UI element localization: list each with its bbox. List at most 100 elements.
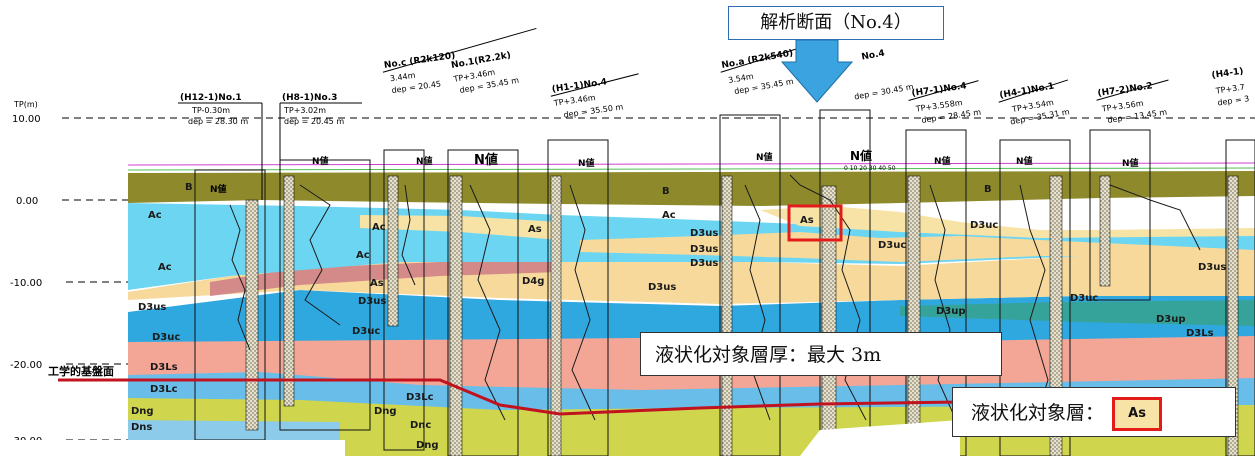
borehole-header-h8-1-no3: (H8-1)No.3 TP+3.02m dep = 20.45 m	[279, 93, 362, 175]
layer-label-b: B	[185, 182, 193, 193]
layer-d3up	[900, 300, 1255, 326]
borehole-elev-h12-1-no1: TP-0.30m	[191, 106, 230, 115]
layer-label-ac: Ac	[356, 250, 370, 261]
engineering-base-label: 工学的基盤面	[48, 364, 114, 378]
layer-label-dng: Dng	[374, 406, 397, 417]
layer-label-dng: Dng	[416, 440, 439, 451]
borehole-name-h1-1-no4: (H1-1)No.4	[551, 77, 607, 95]
layer-as-lens	[760, 206, 1255, 238]
layer-label-ac: Ac	[372, 222, 386, 233]
borehole-depth-no-4: dep = 30.45 m	[854, 82, 915, 101]
tick-label-0: 0.00	[16, 196, 38, 207]
borehole-name-no-1: No.1(R2.2k)	[450, 51, 511, 71]
layer-b	[128, 171, 1255, 206]
borehole-header-h4-1-no1: (H4-1)No.1 TP+3.54m dep = 35.31 m	[998, 79, 1071, 127]
borehole-elev-h8-1-no3: TP+3.02m	[283, 106, 326, 115]
layer-label-dnc: Dnc	[410, 420, 431, 431]
layer-d4g	[210, 262, 560, 296]
n-value-label: N値	[756, 151, 773, 163]
n-value-label: N値	[578, 157, 595, 169]
borehole-header-h4-1-edge: (H4-1) TP+3.7 dep = 3	[1211, 67, 1250, 108]
borehole-header-no-1: No.1(R2.2k) TP+3.46m dep = 35.45 m	[450, 51, 519, 95]
n-value-label: N値	[934, 155, 951, 167]
layer-label-d3uc: D3uc	[1070, 293, 1098, 304]
layer-label-d4g: D4g	[522, 276, 544, 287]
layer-label-d3us: D3us	[138, 302, 166, 313]
borehole-name-h12-1-no1: (H12-1)No.1	[180, 93, 242, 103]
borehole-header-h7-1-no4: (H7-1)No.4 TP+3.558m dep = 28.45 m	[908, 80, 982, 125]
borehole-depth-h8-1-no3: dep = 20.45 m	[284, 117, 344, 126]
borehole-elev-h4-1-edge: TP+3.7	[1214, 83, 1245, 96]
engineering-base-line	[58, 378, 1181, 416]
n-value-label: N値	[474, 152, 498, 168]
n-value-label: N値	[210, 183, 227, 195]
layer-label-d3uc: D3uc	[970, 220, 998, 231]
bottom-blank-left	[0, 440, 345, 456]
layer-label-d3uc: D3uc	[152, 332, 180, 343]
layer-label-d3uc: D3uc	[352, 326, 380, 337]
layer-label-d3up: D3up	[936, 306, 966, 317]
target-layer-callout: 液状化対象層： As	[952, 387, 1236, 437]
borehole-strip-h8-1-no3	[279, 159, 371, 431]
layer-label-d3us: D3us	[358, 296, 386, 307]
layer-label-ac: Ac	[662, 210, 676, 221]
n-value-label: N値	[1122, 157, 1139, 169]
n-value-profiles	[229, 174, 1201, 421]
axis-tick-0: 0.00	[16, 196, 130, 207]
stratigraphic-layers	[128, 171, 1255, 456]
target-layer-value: As	[1128, 406, 1146, 421]
layer-label-ac: Ac	[158, 262, 172, 273]
borehole-name-h8-1-no3: (H8-1)No.3	[282, 93, 337, 103]
bottom-blank-right	[800, 420, 960, 456]
n-value-label: N値	[416, 155, 433, 167]
layer-label-b: B	[662, 186, 670, 197]
layer-label-d3us: D3us	[690, 258, 718, 269]
borehole-header-no-4: No.4 dep = 30.45 m	[854, 49, 915, 102]
borehole-header-h1-1-no4: (H1-1)No.4 TP+3.46m dep = 35.50 m	[550, 73, 639, 120]
axis-unit-label: TP(m)	[13, 100, 38, 109]
layer-d3uc	[128, 290, 1255, 342]
layer-label-b: B	[984, 184, 992, 195]
n-value-scale: 0 10 20 30 40 50	[844, 165, 896, 172]
layer-label-d3uc: D3uc	[878, 240, 906, 251]
section-title-text: 解析断面（No.4）	[760, 12, 912, 33]
layer-label-ac: Ac	[148, 210, 162, 221]
ground-surface-line-green	[127, 167, 1255, 171]
layer-label-as: As	[800, 215, 814, 226]
layer-label-d3up: D3up	[1156, 314, 1186, 325]
borehole-elev-no-c: 3.44m	[389, 71, 416, 84]
layer-label-dng: Dng	[131, 406, 154, 417]
layer-label-d3us: D3us	[690, 244, 718, 255]
as-highlight-box	[787, 204, 843, 242]
layer-label-as: As	[370, 278, 384, 289]
borehole-header-h12-1-no1: (H12-1)No.1 TP-0.30m dep = 28.30 m	[178, 93, 263, 200]
borehole-name-h4-1-edge: (H4-1)	[1211, 67, 1244, 81]
tick-label-m20: -20.00	[10, 360, 42, 371]
layer-label-d3us: D3us	[1198, 262, 1226, 273]
target-layer-badge: As	[1112, 397, 1163, 431]
borehole-strip-no-c	[383, 149, 425, 451]
layer-label-d3us: D3us	[648, 282, 676, 293]
n-value-labels: N値 N値 N値 N値 N値 N値 N値 0 10 20 30 40 50 N値…	[210, 148, 1139, 195]
layer-label-d3lc: D3Lc	[150, 384, 178, 395]
borehole-strip-h7-2-no2	[1089, 129, 1151, 301]
tick-label-m10: -10.00	[10, 278, 42, 289]
layer-label-d3us: D3us	[690, 228, 718, 239]
section-arrow-icon	[780, 39, 854, 103]
thickness-text: 液状化対象層厚：最大 3m	[655, 344, 882, 366]
borehole-name-h7-1-no4: (H7-1)No.4	[911, 81, 967, 99]
layer-dnc	[340, 420, 700, 456]
borehole-name-no-4: No.4	[861, 49, 886, 63]
n-value-label: N値	[850, 148, 872, 163]
layer-label-as: As	[528, 224, 542, 235]
borehole-columns	[194, 109, 1255, 457]
thickness-callout: 液状化対象層厚：最大 3m	[640, 332, 1002, 376]
ground-surface-line	[127, 162, 1255, 166]
layer-label-d3ls: D3Ls	[150, 362, 178, 373]
layer-label-d3lc: D3Lc	[406, 392, 434, 403]
borehole-depth-h4-1-edge: dep = 3	[1217, 94, 1250, 107]
axis-tick-m10: -10.00	[10, 278, 130, 289]
axis-tick-m20: -20.00	[10, 360, 130, 371]
